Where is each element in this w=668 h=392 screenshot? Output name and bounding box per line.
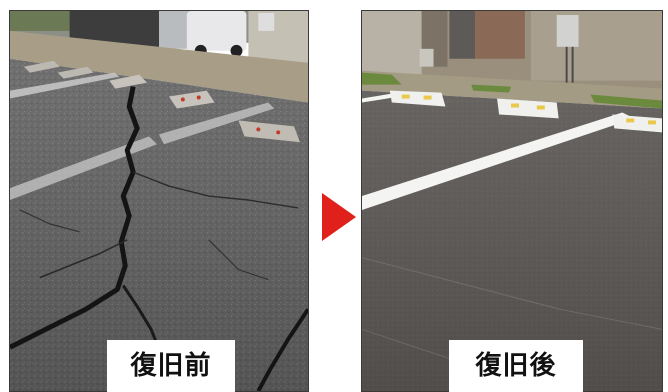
arrow-right-icon xyxy=(322,193,356,241)
repaved-parking-lot-scene xyxy=(362,11,662,391)
photo-before-restoration xyxy=(9,10,309,392)
photo-after-restoration xyxy=(361,10,663,392)
cracked-parking-lot-scene xyxy=(10,11,308,391)
caption-before: 復旧前 xyxy=(107,340,235,392)
caption-after: 復旧後 xyxy=(449,340,583,392)
